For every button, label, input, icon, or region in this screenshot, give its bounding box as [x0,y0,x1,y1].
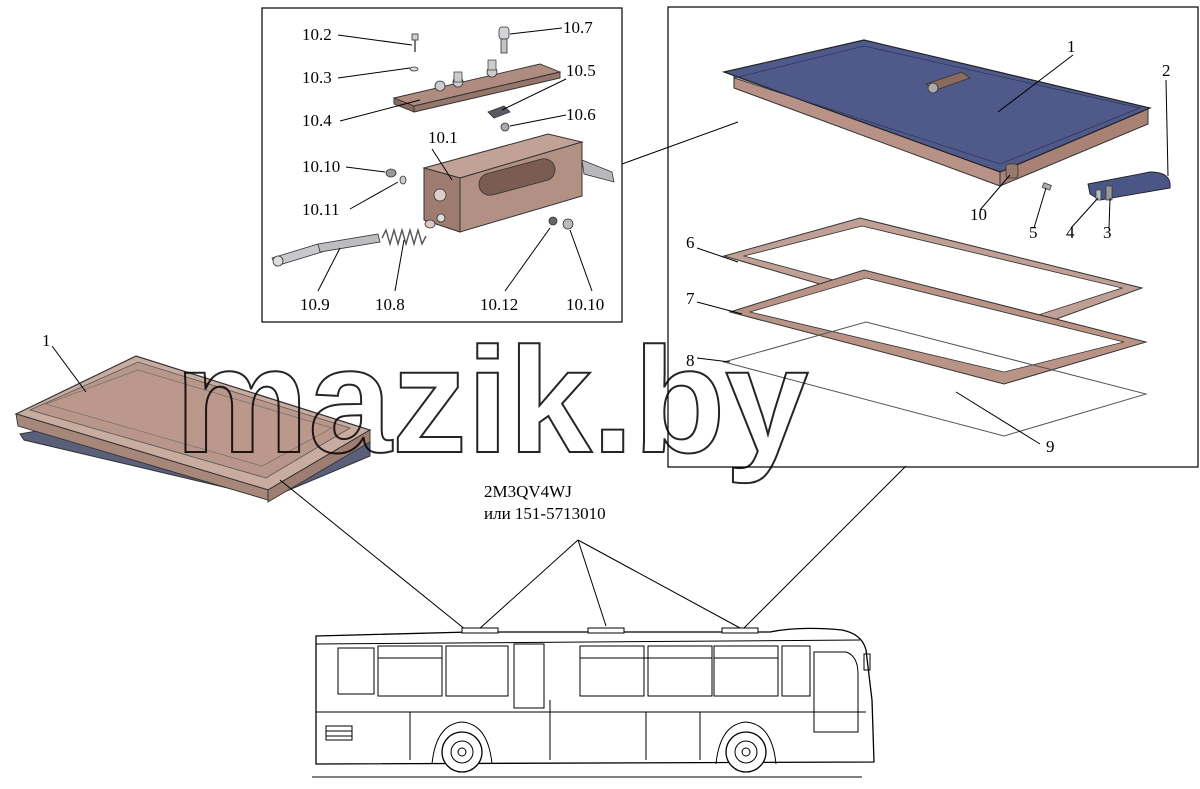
label-10: 10 [970,205,987,224]
gasket-7 [728,269,1148,385]
label-10-1: 10.1 [428,128,458,147]
label-6: 6 [686,233,695,252]
mounting-plate-10-4 [392,59,562,113]
label-2: 2 [1162,61,1171,80]
pin-10-7 [498,26,510,54]
label-3: 3 [1103,223,1112,242]
label-7: 7 [686,289,695,308]
bushing [424,219,436,229]
leader-1-left [51,345,87,393]
label-10-6: 10.6 [566,105,596,124]
hatch-labels: 1 2 10 5 4 3 6 7 8 9 [686,37,1171,456]
label-1-left: 1 [42,331,51,350]
label-10-2: 10.2 [302,25,332,44]
latch-detail-frame [261,7,623,323]
label-1-top: 1 [1067,37,1076,56]
watermark: mazik.by [175,316,809,484]
connector-latch-to-hatch [621,121,739,165]
part-number-primary: 2M3QV4WJ [484,482,572,501]
bus-side-view [312,627,875,778]
label-10-11: 10.11 [302,200,340,219]
label-10-12: 10.12 [480,295,518,314]
spring-10-8 [381,227,427,247]
label-10-3: 10.3 [302,68,332,87]
bus-leader-lines [279,465,907,631]
label-10-7: 10.7 [563,18,593,37]
part-5-screw [1041,182,1052,191]
label-8: 8 [686,351,695,370]
hatch-assembled [14,355,372,503]
label-10-10-upper: 10.10 [302,157,340,176]
hatch-lid-exploded [721,39,1152,187]
part-3 [1105,185,1113,201]
label-4: 4 [1066,223,1075,242]
rod-10-9 [271,233,381,267]
label-5: 5 [1029,223,1038,242]
washer-10-11 [399,175,407,185]
nut-10-12 [548,216,558,226]
hatch-leader-lines [696,54,1169,445]
hatch-detail-frame [667,6,1199,468]
label-10-10-lower: 10.10 [566,295,604,314]
seal-8 [722,321,1148,437]
label-10-4: 10.4 [302,111,332,130]
nut-10-10-upper [385,168,397,178]
screw-10-2 [411,33,419,52]
label-10-9: 10.9 [300,295,330,314]
label-10-8: 10.8 [375,295,405,314]
nut-10-10-lower [562,218,574,230]
nut-10-6 [500,122,510,132]
latch-leader-lines [317,27,593,292]
washer-10-3 [409,66,419,72]
label-10-5: 10.5 [566,61,596,80]
latch-body-10-1 [422,133,615,233]
label-9: 9 [1046,437,1055,456]
part-number-alternative: или 151-5713010 [484,504,606,523]
part-4 [1095,189,1102,201]
latch-labels: 10.2 10.3 10.4 10.7 10.5 10.6 10.1 10.10… [300,18,604,314]
